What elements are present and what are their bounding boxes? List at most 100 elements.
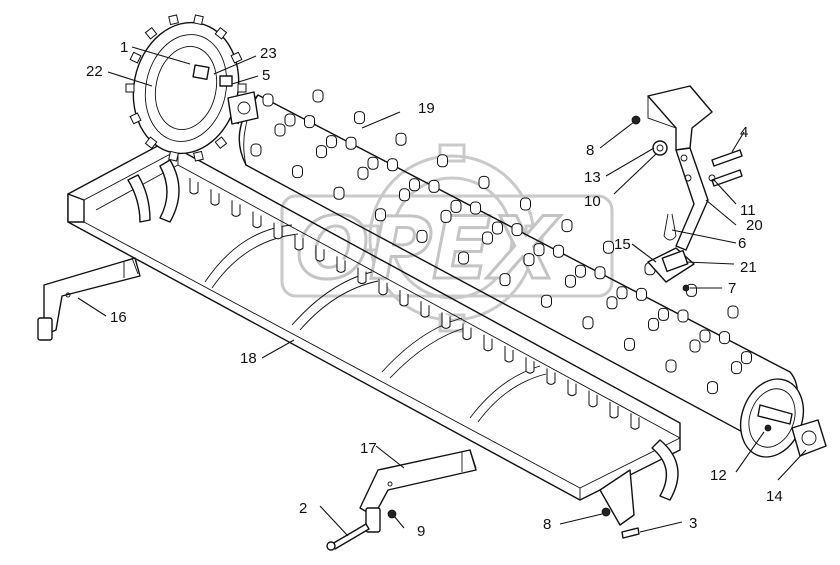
callout-23: 23: [260, 45, 277, 62]
roller-peg: [689, 339, 701, 353]
roller-peg: [399, 188, 410, 202]
roller-peg: [616, 286, 628, 300]
roller-peg: [284, 113, 296, 127]
callout-13: 13: [584, 169, 601, 186]
roller-peg: [499, 273, 511, 287]
scraper-arm: [675, 147, 709, 251]
scraper-wheel-teeth: [125, 14, 247, 162]
callout-20: 20: [746, 217, 763, 234]
side-bracket-17: [359, 449, 477, 533]
roller-peg: [658, 307, 669, 321]
roller-peg: [440, 209, 452, 223]
wheel-tooth: [230, 51, 243, 64]
roller-peg: [594, 266, 606, 280]
roller-peg: [478, 175, 490, 189]
roller-peg: [606, 296, 618, 310]
bearing-flange-left: [227, 91, 259, 125]
wheel-tooth: [214, 136, 228, 150]
tine-bracket: [609, 402, 619, 419]
roller-peg: [520, 197, 531, 211]
roller-peg: [312, 89, 324, 103]
roller-peg: [395, 132, 407, 146]
bolt-2: [331, 523, 370, 550]
roller-peg: [523, 253, 535, 267]
nut-7: [682, 284, 690, 292]
callout-9: 9: [417, 523, 425, 540]
tine-bracket: [294, 234, 304, 251]
tine-bracket: [252, 211, 262, 229]
roller-peg: [603, 240, 614, 254]
clamp-part-5: [219, 75, 233, 87]
wheel-tooth: [129, 112, 142, 125]
roller-peg: [387, 158, 398, 172]
roller-peg: [458, 251, 469, 265]
wheel-tooth: [214, 26, 228, 40]
roller-peg: [699, 329, 711, 343]
callout-17: 17: [360, 440, 377, 457]
bolt-11: [711, 169, 743, 187]
frame-tine-brackets: [189, 178, 640, 430]
roller-peg: [333, 186, 345, 200]
callout-3: 3: [689, 515, 697, 532]
clamp-part-23: [192, 64, 210, 80]
roller-peg: [553, 244, 564, 258]
frame: [67, 141, 681, 526]
frame-end-plate: [599, 469, 635, 526]
roller-peg: [731, 361, 742, 375]
roller-peg: [561, 219, 573, 233]
bearing-nut-12: [764, 424, 772, 432]
u-bolt-6: [663, 213, 677, 241]
callout-1: 1: [120, 39, 128, 56]
frame-spring-right: [651, 439, 679, 501]
tine-bracket: [399, 290, 409, 307]
roller-peg: [357, 166, 369, 180]
callout-12: 12: [710, 467, 727, 484]
callout-11: 11: [740, 202, 756, 219]
callout-15: 15: [614, 236, 631, 253]
tine-bracket: [189, 178, 199, 195]
roller-peg: [707, 381, 718, 395]
tine-bracket: [504, 346, 514, 363]
roller-peg: [541, 294, 552, 308]
tine-bracket: [315, 245, 325, 262]
roller-peg: [511, 223, 523, 237]
tine-bracket: [630, 413, 640, 430]
roller-peg: [533, 243, 545, 257]
roller-peg: [409, 178, 420, 192]
frame-spring-left: [127, 174, 151, 223]
callout-2: 2: [299, 500, 307, 517]
callout-8-top: 8: [586, 142, 594, 159]
roller-peg: [482, 231, 493, 245]
roller-peg: [250, 143, 262, 157]
clamp-plate-21: [661, 249, 689, 273]
tine-bracket: [525, 357, 535, 374]
callout-6: 6: [738, 235, 746, 252]
roller-peg: [416, 229, 428, 243]
roller-peg: [345, 136, 357, 150]
wheel-tooth: [144, 26, 158, 40]
callout-labels: 1 22 23 5 19 8 4 13 10 11 20 6 15 21 7 1…: [86, 39, 783, 540]
wheel-tooth: [144, 136, 158, 150]
wheel-tooth: [193, 14, 204, 26]
bearing-flange-right: [791, 419, 827, 457]
tine-bracket: [441, 312, 451, 329]
callout-22: 22: [86, 63, 103, 80]
tine-bracket: [483, 334, 493, 352]
roller-drum: [238, 89, 805, 458]
roller-peg: [719, 331, 730, 345]
roller-peg: [636, 287, 647, 301]
watermark: OPEX: [280, 143, 614, 333]
roller-peg: [665, 359, 677, 373]
roller-peg: [354, 111, 365, 125]
wheel-tooth: [193, 150, 204, 162]
bearing-right: [764, 419, 827, 457]
roller-peg: [274, 123, 286, 137]
tine-bracket: [546, 368, 556, 385]
roller-peg: [648, 317, 659, 331]
roller-peg: [741, 351, 752, 365]
tine-bracket: [210, 189, 220, 206]
callout-14: 14: [766, 488, 783, 505]
wheel-tooth: [168, 150, 179, 162]
callout-19: 19: [418, 100, 435, 117]
